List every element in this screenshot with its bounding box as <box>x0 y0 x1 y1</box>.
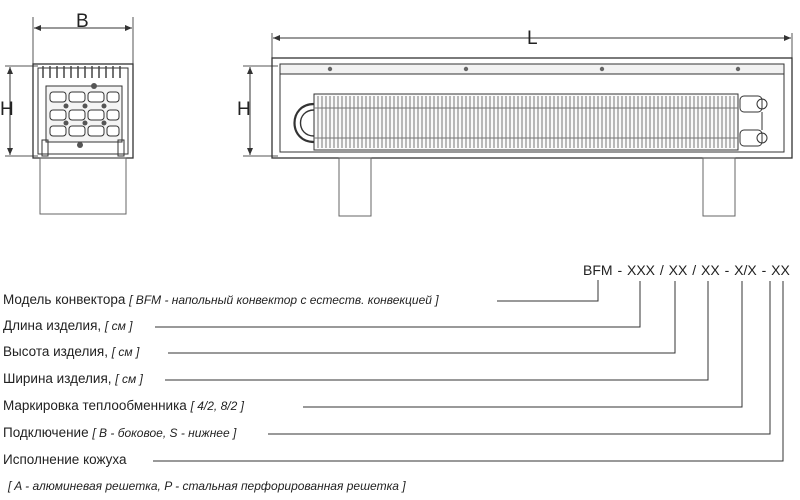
dimension-l-label: L <box>527 28 538 49</box>
legend-label: Ширина изделия, <box>3 371 112 386</box>
side-view <box>5 17 134 215</box>
front-view <box>243 33 793 217</box>
legend-row-exchanger: Маркировка теплообменника [ 4/2, 8/2 ] <box>3 398 244 414</box>
footnote: [ A - алюминевая решетка, P - стальная п… <box>8 479 406 493</box>
legend-row-length: Длина изделия, [ см ] <box>3 318 132 334</box>
legend-row-connection: Подключение [ B - боковое, S - нижнее ] <box>3 425 236 441</box>
legend-row-model: Модель конвектора [ BFM - напольный конв… <box>3 292 439 308</box>
legend-note: [ BFM - напольный конвектор с естеств. к… <box>129 293 439 307</box>
legend-label: Длина изделия, <box>3 318 102 333</box>
legend-note: [ см ] <box>104 319 133 333</box>
dimension-h-side-label: H <box>0 99 14 120</box>
legend-row-housing: Исполнение кожуха <box>3 452 127 468</box>
legend-note: [ 4/2, 8/2 ] <box>190 399 244 413</box>
code-leaders <box>153 280 784 462</box>
legend-row-height: Высота изделия, [ см ] <box>3 344 139 360</box>
dimension-b-label: B <box>76 11 89 32</box>
legend-label: Подключение <box>3 425 89 440</box>
legend-note: [ см ] <box>115 372 143 386</box>
legend-label: Модель конвектора <box>3 292 126 307</box>
legend-note: [ B - боковое, S - нижнее ] <box>92 426 237 440</box>
legend-label: Маркировка теплообменника <box>3 398 187 413</box>
legend-row-width: Ширина изделия, [ см ] <box>3 371 143 387</box>
product-code: BFM - XXX / XX / XX - X/X - XX <box>583 262 790 278</box>
legend-label: Исполнение кожуха <box>3 452 127 467</box>
dimension-h-front-label: H <box>237 99 251 120</box>
legend-label: Высота изделия, <box>3 344 108 359</box>
legend-note: [ см ] <box>111 345 140 359</box>
